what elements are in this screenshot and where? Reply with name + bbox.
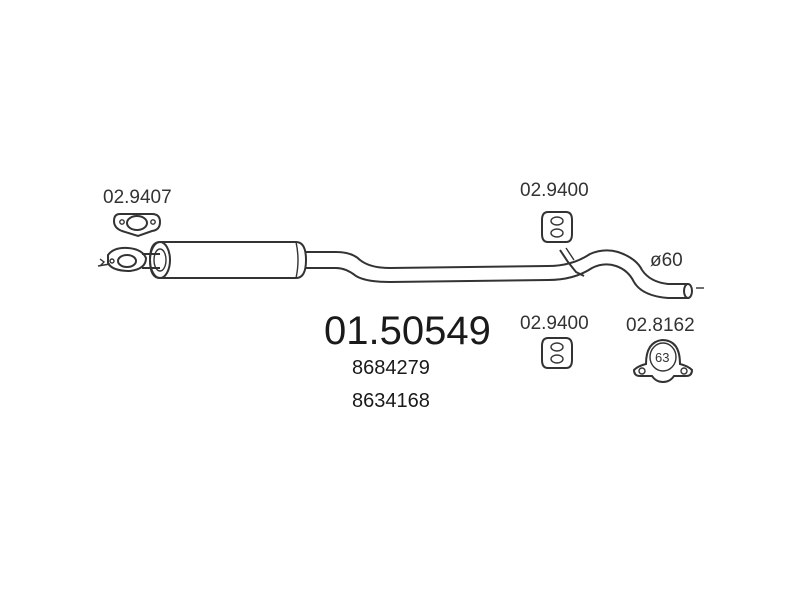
rubber-hanger-lower-icon bbox=[541, 337, 573, 369]
gasket-part-number: 02.9407 bbox=[103, 187, 172, 208]
main-part-number: 01.50549 bbox=[324, 309, 491, 353]
gasket-icon bbox=[112, 213, 162, 238]
pipe-hanger-bracket bbox=[559, 247, 585, 277]
oe-number-1: 8684279 bbox=[352, 357, 430, 379]
hanger-lower-part-number: 02.9400 bbox=[520, 313, 589, 334]
hanger-upper-part-number: 02.9400 bbox=[520, 180, 589, 201]
middle-silencer bbox=[97, 241, 704, 299]
pipe-clamp-icon: 63 bbox=[632, 338, 694, 384]
clamp-size-label: 63 bbox=[655, 350, 669, 365]
rubber-hanger-upper-icon bbox=[541, 211, 573, 243]
inlet-flange bbox=[97, 246, 148, 273]
oe-number-2: 8634168 bbox=[352, 390, 430, 412]
diameter-label: ø60 bbox=[650, 250, 683, 271]
clamp-part-number: 02.8162 bbox=[626, 315, 695, 336]
